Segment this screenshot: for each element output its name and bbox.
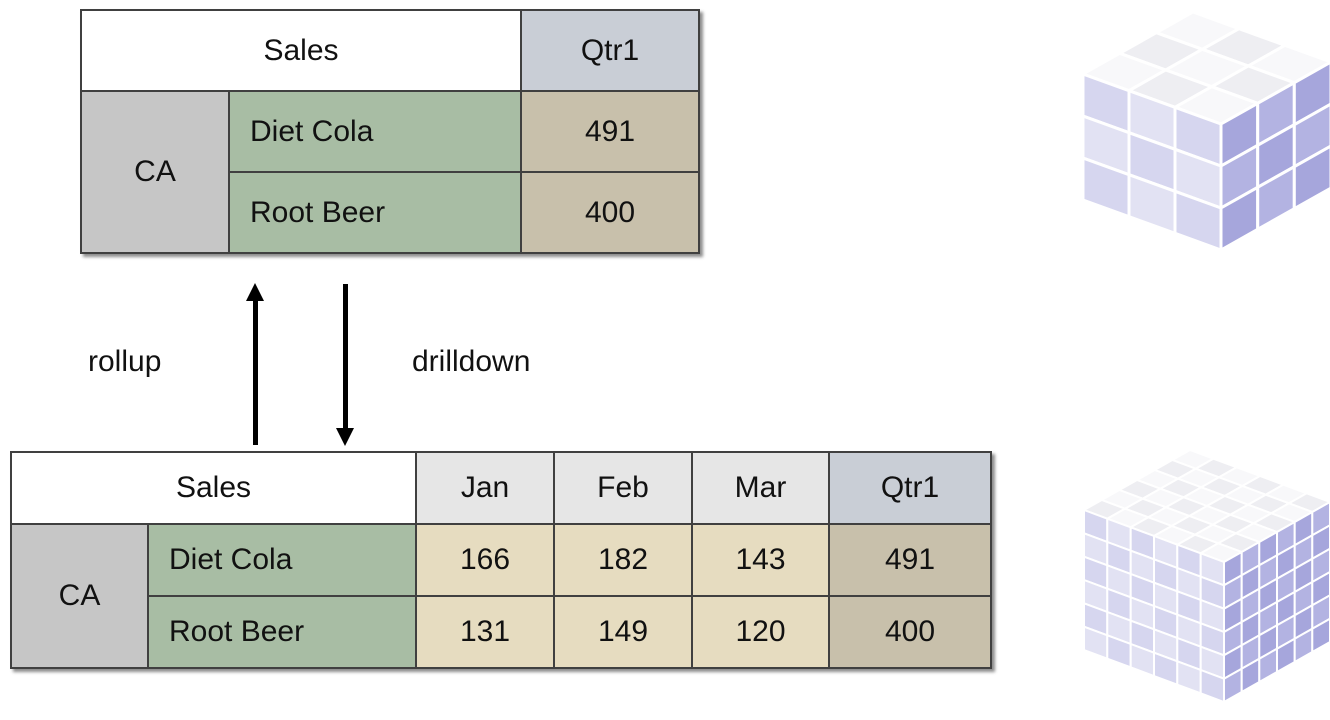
qtr1-value-cell: 491 [520, 90, 701, 173]
drilldown-arrow-icon [336, 284, 354, 446]
month-value-cell: 166 [415, 523, 556, 597]
quarter-sales-table: Sales Qtr1 CA Diet Cola 491 Root Beer 40… [79, 9, 701, 254]
month-value-cell: 143 [691, 523, 831, 597]
month-header: Mar [691, 451, 831, 525]
month-header: Feb [553, 451, 694, 525]
rollup-arrow-icon [246, 283, 264, 445]
cube-right-cell [1292, 144, 1330, 212]
rollup-label: rollup [88, 345, 162, 378]
region-cell: CA [80, 90, 230, 254]
monthly-sales-table: Sales Jan Feb Mar Qtr1 CA Diet Cola 166 … [9, 451, 993, 669]
product-cell: Root Beer [146, 595, 418, 669]
month-value-cell: 149 [553, 595, 694, 669]
qtr1-value-cell: 400 [520, 171, 701, 254]
corner-header: Sales [9, 451, 418, 525]
qtr1-value-cell: 491 [828, 523, 993, 597]
cube-right-cell [1311, 617, 1330, 654]
drilldown-label: drilldown [412, 345, 531, 378]
product-cell: Root Beer [227, 171, 523, 254]
product-cell: Diet Cola [227, 90, 523, 173]
region-cell: CA [10, 523, 149, 669]
product-cell: Diet Cola [146, 523, 418, 597]
month-value-cell: 182 [553, 523, 694, 597]
month-header: Jan [415, 451, 556, 525]
month-value-cell: 120 [691, 595, 831, 669]
month-value-cell: 131 [415, 595, 556, 669]
qtr1-header: Qtr1 [828, 451, 993, 525]
corner-header: Sales [79, 9, 523, 92]
qtr1-value-cell: 400 [828, 595, 993, 669]
coarse-cube-icon [1083, 10, 1330, 253]
fine-cube-icon [1081, 448, 1330, 704]
qtr1-header: Qtr1 [520, 9, 701, 92]
